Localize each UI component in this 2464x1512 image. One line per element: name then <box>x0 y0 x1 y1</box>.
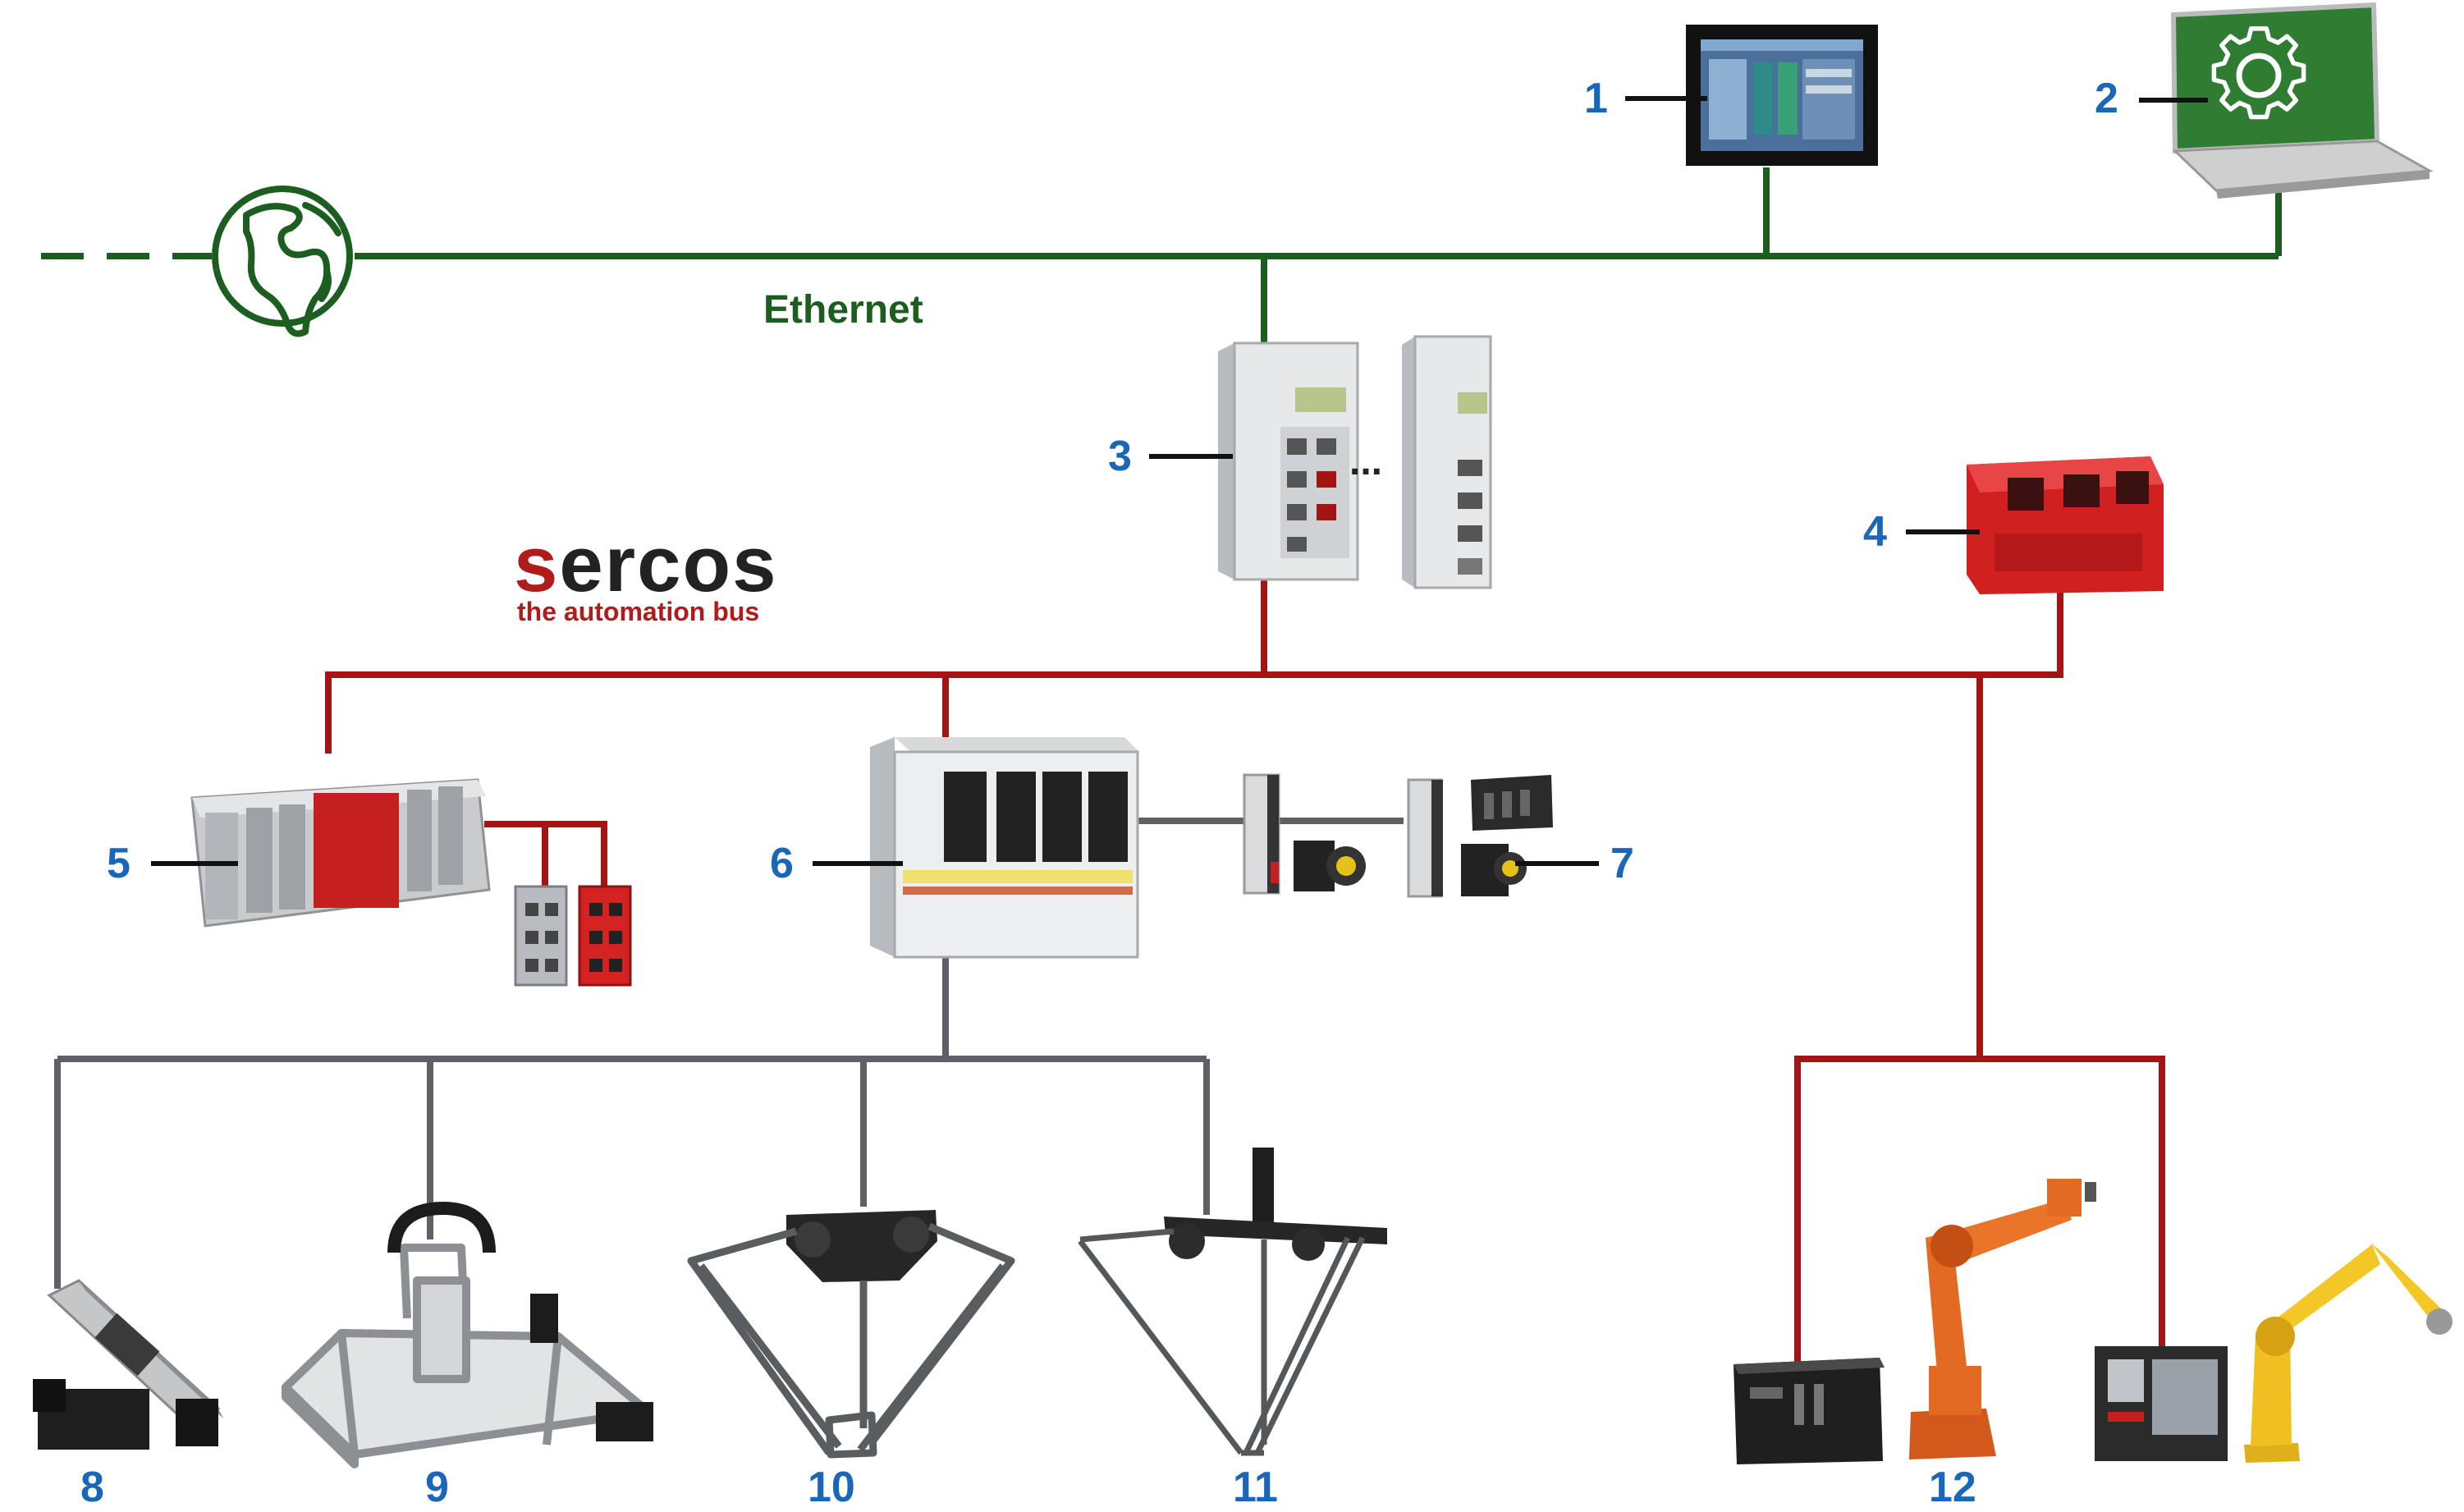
sercos-logo-rest: ercos <box>559 520 777 608</box>
io-module-icon <box>578 885 632 987</box>
motion-controller-icon <box>1218 341 1359 581</box>
io-rack-icon <box>190 778 491 928</box>
device-label-8: 8 <box>80 1464 104 1511</box>
device-label-5: 5 <box>107 840 131 887</box>
sercos-logo-wordmark: sercos <box>514 520 778 608</box>
multi-axis-drive-icon <box>870 737 1139 959</box>
device-label-4: 4 <box>1863 508 1887 556</box>
globe-icon <box>212 186 353 337</box>
ethernet-label: Ethernet <box>763 288 923 332</box>
sercos-bus-line <box>325 593 2063 754</box>
laptop-gear-icon <box>2170 2 2434 199</box>
ethernet-network <box>41 167 2282 345</box>
device-label-3: 3 <box>1108 433 1132 480</box>
hmi-panel-icon <box>1686 25 1878 166</box>
io-module-icon <box>514 885 568 987</box>
device-label-9: 9 <box>425 1464 449 1511</box>
sercos-tagline: the automation bus <box>517 597 759 626</box>
robot-controller-icon <box>1734 1358 1885 1464</box>
device-label-7: 7 <box>1610 840 1634 887</box>
robot-controller-icon <box>2095 1346 2228 1461</box>
device-label-1: 1 <box>1584 75 1608 122</box>
safety-controller-icon <box>1967 456 2164 594</box>
device-label-11: 11 <box>1233 1464 1278 1511</box>
leader-lines <box>151 96 2208 866</box>
sercos-io-link <box>484 821 607 887</box>
linear-axis-icon <box>33 1279 223 1450</box>
sercos-branch-right <box>1794 1056 2165 1364</box>
delta-robot-icon <box>687 1210 1015 1459</box>
device-label-2: 2 <box>2095 75 2118 122</box>
servo-drive-motor-icon <box>1407 775 1553 898</box>
industrial-robot-arm-icon <box>1909 1179 2096 1459</box>
servo-drive-motor-icon <box>1243 773 1366 895</box>
sercos-network <box>325 580 2165 1364</box>
sercos-logo: sercos the automation bus <box>514 520 778 626</box>
sercos-logo-s: s <box>514 520 559 608</box>
device-label-12: 12 <box>1929 1464 1976 1511</box>
ellipsis: ... <box>1349 440 1382 483</box>
industrial-robot-arm-icon <box>2244 1243 2453 1463</box>
device-label-10: 10 <box>808 1464 855 1511</box>
gantry-robot-icon <box>282 1202 653 1468</box>
motion-controller-icon <box>1402 335 1492 589</box>
delta-robot-icon <box>1078 1148 1387 1456</box>
device-label-6: 6 <box>770 840 794 887</box>
